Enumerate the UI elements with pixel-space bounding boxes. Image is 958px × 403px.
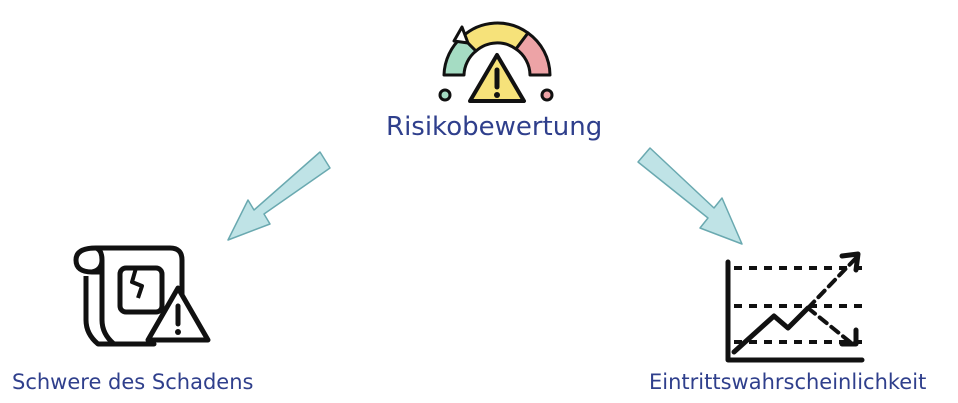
damage-document-warning-icon	[73, 245, 211, 347]
arrow-to-left-node	[227, 151, 331, 241]
arrow-to-right-node	[637, 147, 743, 245]
right-node-label: Eintrittswahrscheinlichkeit	[649, 370, 927, 394]
left-node-label: Schwere des Schadens	[12, 370, 254, 394]
risk-gauge-warning-icon	[438, 21, 554, 103]
top-node-label: Risikobewertung	[386, 112, 603, 142]
probability-trend-chart-icon	[725, 251, 865, 363]
